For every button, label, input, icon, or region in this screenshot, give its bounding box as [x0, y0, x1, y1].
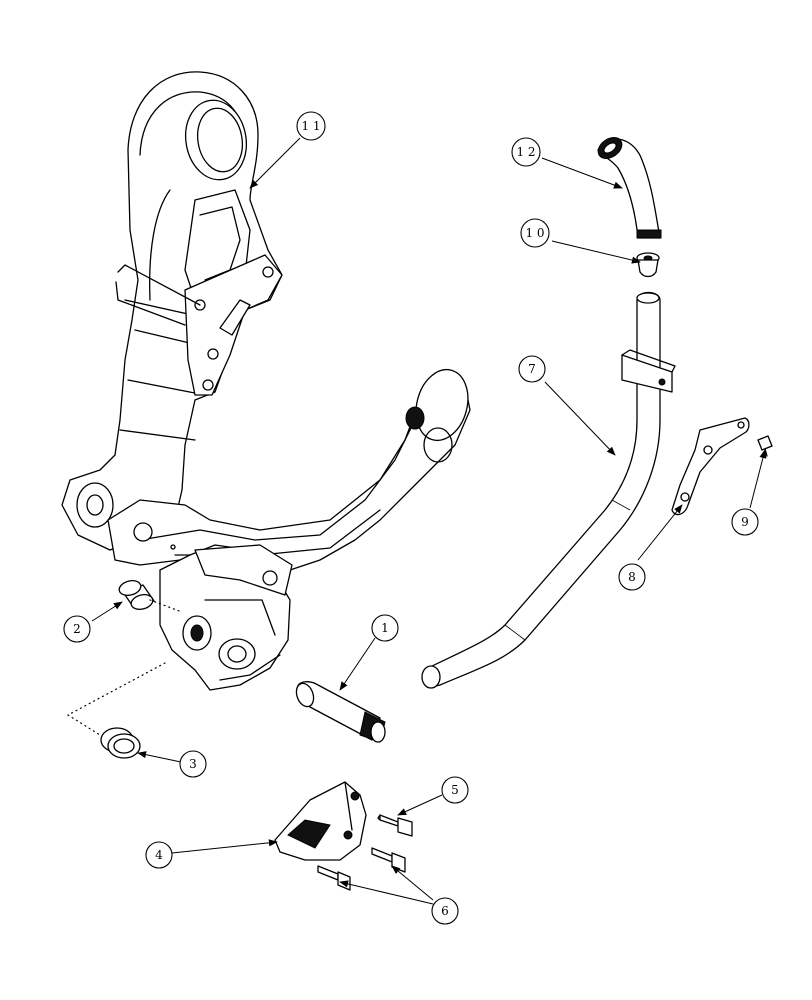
callout-11-label: 1 1: [301, 119, 320, 133]
callout-1-label: 1: [381, 621, 389, 635]
elbow-tube: [597, 137, 662, 239]
assembly-line-flanged: [66, 662, 166, 736]
callout-6: 6: [431, 897, 459, 925]
assembly-line-bushing: [149, 599, 183, 613]
long-tube: [421, 291, 676, 689]
bolt-5: [377, 814, 413, 837]
callout-10-label: 1 0: [525, 226, 544, 240]
callout-8: 8: [618, 563, 646, 591]
bracket-plate: [671, 417, 750, 516]
main-arm-frame: [61, 71, 471, 691]
callout-8-label: 8: [628, 570, 636, 584]
cap-block: [274, 781, 367, 861]
bushing: [118, 580, 155, 610]
callout-3: 3: [179, 750, 207, 778]
callout-4: 4: [145, 841, 173, 869]
callout-2: 2: [63, 615, 91, 643]
callout-10: 1 0: [520, 218, 550, 248]
callout-2-label: 2: [73, 622, 81, 636]
callout-6-label: 6: [441, 904, 449, 918]
leader-lines: [91, 137, 767, 905]
callout-9-label: 9: [741, 515, 749, 529]
callout-9: 9: [731, 508, 759, 536]
callout-3-label: 3: [189, 757, 197, 771]
callout-7-label: 7: [528, 362, 536, 376]
callout-4-label: 4: [155, 848, 163, 862]
callout-1: 1: [371, 614, 399, 642]
callout-7: 7: [518, 355, 546, 383]
callout-5: 5: [441, 776, 469, 804]
callout-5-label: 5: [451, 783, 459, 797]
callout-12: 1 2: [511, 137, 541, 167]
callout-11: 1 1: [296, 111, 326, 141]
small-screw: [757, 435, 773, 457]
callout-12-label: 1 2: [516, 145, 535, 159]
flanged-bushing: [100, 727, 141, 759]
grommet: [636, 252, 660, 278]
pivot-pin: [295, 681, 386, 743]
